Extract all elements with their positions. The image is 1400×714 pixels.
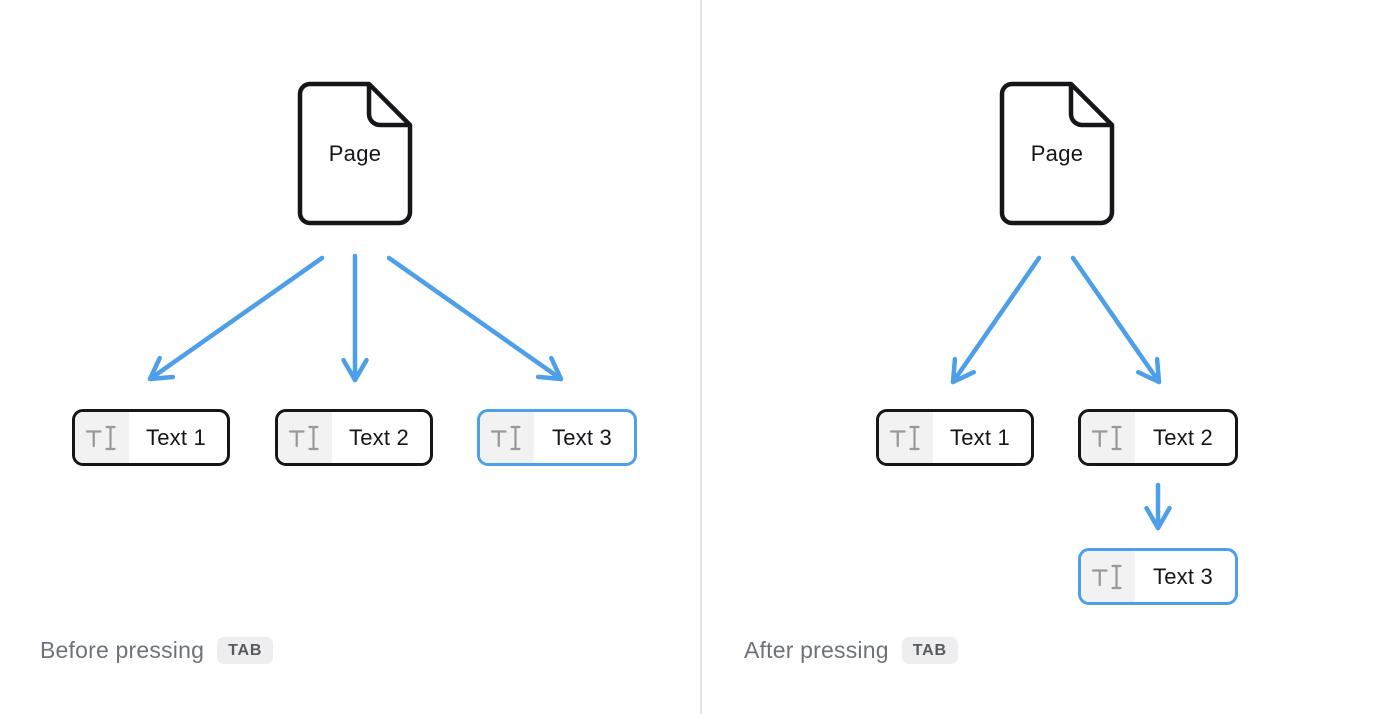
text-block-label: Text 3 <box>552 424 612 450</box>
arrow-page-to-text2 <box>341 253 369 383</box>
document-icon <box>297 81 413 226</box>
text-block-label: Text 1 <box>146 424 206 450</box>
text-cursor-icon <box>1081 551 1135 602</box>
page-node: Page <box>998 80 1116 227</box>
arrow-page-to-text2 <box>1070 255 1162 385</box>
text-cursor-icon <box>1081 412 1135 463</box>
text-block-2: Text 2 <box>275 409 433 466</box>
caption-after: After pressing TAB <box>744 637 958 664</box>
text-cursor-icon <box>75 412 129 463</box>
text-block-label: Text 2 <box>1153 424 1213 450</box>
text-block-2: Text 2 <box>1078 409 1238 466</box>
caption-text: Before pressing <box>40 637 205 663</box>
tab-key-badge: TAB <box>901 637 958 664</box>
arrow-page-to-text1 <box>147 255 325 382</box>
arrow-page-to-text1 <box>950 255 1042 385</box>
text-block-label: Text 1 <box>950 424 1010 450</box>
page-label: Page <box>328 140 382 166</box>
text-cursor-icon <box>879 412 933 463</box>
arrow-text2-to-text3 <box>1144 482 1172 531</box>
page-node: Page <box>296 80 414 227</box>
text-block-1: Text 1 <box>72 409 230 466</box>
caption-text: After pressing <box>744 637 889 663</box>
page-label: Page <box>1030 140 1084 166</box>
text-block-label: Text 3 <box>1153 563 1213 589</box>
tab-key-badge: TAB <box>217 637 274 664</box>
text-block-1: Text 1 <box>876 409 1034 466</box>
text-block-3: Text 3 <box>477 409 637 466</box>
document-icon <box>999 81 1115 226</box>
panel-before: Page Text 1 Text 2 <box>40 80 637 664</box>
text-cursor-icon <box>480 412 534 463</box>
text-block-label: Text 2 <box>349 424 409 450</box>
arrow-page-to-text3 <box>386 255 564 382</box>
panel-after: Page Text 1 Text 2 <box>700 0 1400 714</box>
caption-before: Before pressing TAB <box>40 637 274 664</box>
text-block-3: Text 3 <box>1078 548 1238 605</box>
text-cursor-icon <box>278 412 332 463</box>
